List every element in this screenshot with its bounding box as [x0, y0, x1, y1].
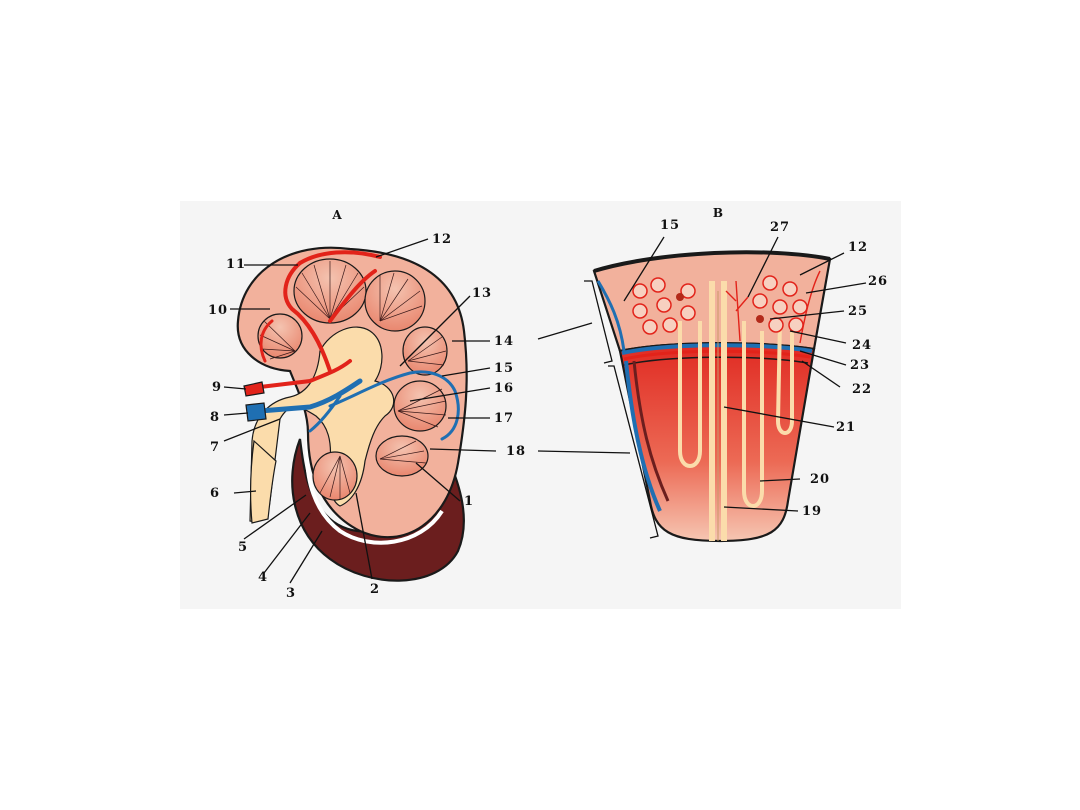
renal-artery-stump: [243, 381, 265, 397]
panel-a-label-4: 4: [258, 570, 268, 585]
panel-a-label-6: 6: [210, 486, 220, 501]
panel-b-label-20: 20: [810, 472, 830, 487]
panel-a-label-11: 11: [226, 257, 246, 272]
panel-a-label-17: 17: [494, 411, 514, 426]
ureter-tube: [250, 439, 277, 524]
panel-a-label-8: 8: [210, 410, 220, 425]
panel-a-label-18: 18: [506, 444, 526, 459]
panel-b-label-27: 27: [770, 220, 790, 235]
panel-b-label-22: 22: [852, 382, 872, 397]
renal-veins: [257, 370, 460, 441]
panel-a-label-1: 1: [464, 494, 474, 509]
panel-a-label-10: 10: [208, 303, 228, 318]
panel-a-leaders: [223, 238, 497, 584]
glomerulus-dark-2: [756, 315, 764, 323]
glomerulus-dark: [676, 293, 684, 301]
panel-a: A: [223, 208, 497, 584]
wedge-capsule: [593, 250, 831, 273]
panel-a-label-12: 12: [432, 232, 452, 247]
pyramid-striations: [259, 261, 447, 499]
panel-a-label-13: 13: [472, 286, 492, 301]
panel-b-label-25: 25: [848, 304, 868, 319]
panel-a-label-9: 9: [212, 380, 222, 395]
vasa-recta-vein: [624, 360, 662, 512]
diagram-canvas: A: [208, 206, 888, 601]
collecting-duct: [709, 281, 727, 541]
panel-a-label-14: 14: [494, 334, 514, 349]
panel-b-label-23: 23: [850, 358, 870, 373]
wedge-medulla: [618, 342, 816, 543]
arcuate-line: [623, 356, 809, 366]
interlobular-vein: [596, 280, 626, 352]
loops-of-henle: [678, 320, 794, 508]
brackets: [584, 280, 659, 539]
panel-b-label-24: 24: [852, 338, 872, 353]
panel-a-label-16: 16: [494, 381, 514, 396]
interlobular-arteries: [725, 270, 821, 344]
panel-a-label-5: 5: [238, 540, 248, 555]
panel-b-label-21: 21: [836, 420, 856, 435]
panel-a-label-15: 15: [494, 361, 514, 376]
glomeruli: [632, 275, 808, 335]
renal-arteries: [258, 250, 382, 389]
panel-b-label-15: 15: [660, 218, 680, 233]
panel-a-label-7: 7: [210, 440, 220, 455]
capsule-band: [305, 440, 444, 545]
panel-b-label-19: 19: [802, 504, 822, 519]
kidney-diagram: A: [180, 201, 901, 609]
panel-a-label-2: 2: [370, 582, 380, 597]
panel-a-label-3: 3: [286, 586, 296, 601]
panel-b: B: [537, 206, 867, 543]
panel-b-label-12: 12: [848, 240, 868, 255]
panel-a-title: A: [331, 208, 342, 222]
renal-vein-stump: [245, 402, 267, 422]
panel-b-label-26: 26: [868, 274, 888, 289]
panel-b-title: B: [713, 206, 723, 220]
panel-b-leaders: [537, 236, 867, 512]
vasa-recta-artery: [632, 360, 670, 502]
